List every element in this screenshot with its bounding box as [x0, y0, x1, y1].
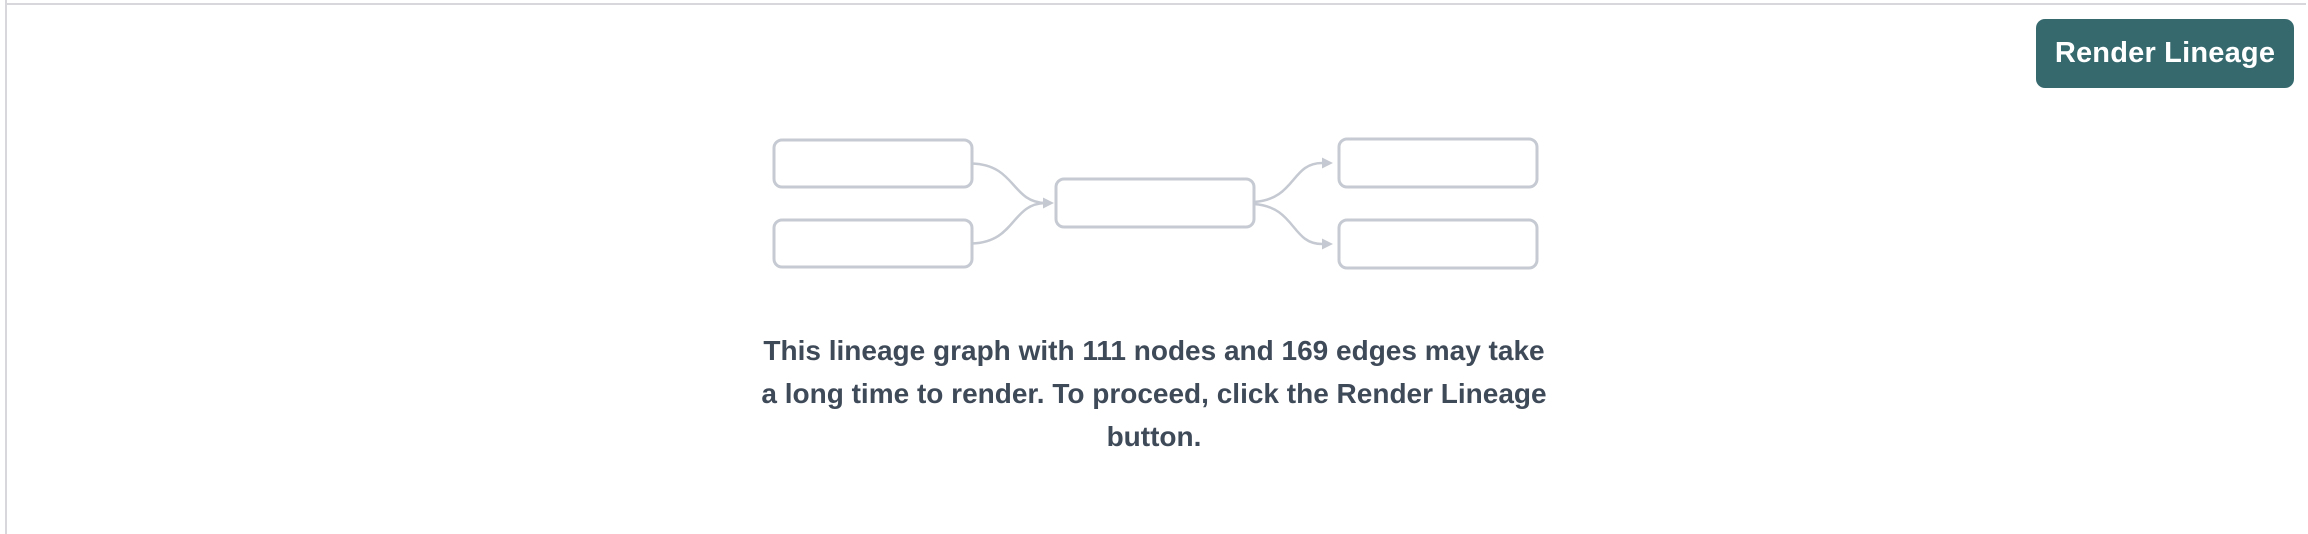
lineage-preview-graphic [771, 136, 1539, 272]
lineage-preview-svg [772, 137, 1539, 270]
graph-node-downstream-bottom [1337, 218, 1539, 270]
graph-node-downstream-top [1337, 137, 1539, 189]
graph-edge-arrowhead [1322, 157, 1333, 169]
pane-resize-handle[interactable] [5, 0, 7, 534]
render-lineage-button[interactable]: Render Lineage [2036, 19, 2294, 88]
message-line: This lineage graph with 111 nodes and 16… [763, 335, 1545, 366]
message-line: button. [1106, 421, 1202, 452]
panel-top-border [6, 3, 2306, 5]
graph-edge-arrowhead [1322, 238, 1333, 250]
graph-node-center [1054, 177, 1256, 229]
graph-edge [970, 201, 1047, 245]
graph-node-upstream-bottom [772, 218, 974, 269]
graph-edge [970, 162, 1047, 205]
graph-edge [1252, 202, 1324, 246]
message-line: a long time to render. To proceed, click… [761, 378, 1547, 409]
graph-edge [1252, 161, 1324, 204]
graph-edge-arrowhead [1043, 197, 1054, 209]
graph-node-upstream-top [772, 138, 974, 189]
render-warning-message: This lineage graph with 111 nodes and 16… [704, 329, 1604, 458]
